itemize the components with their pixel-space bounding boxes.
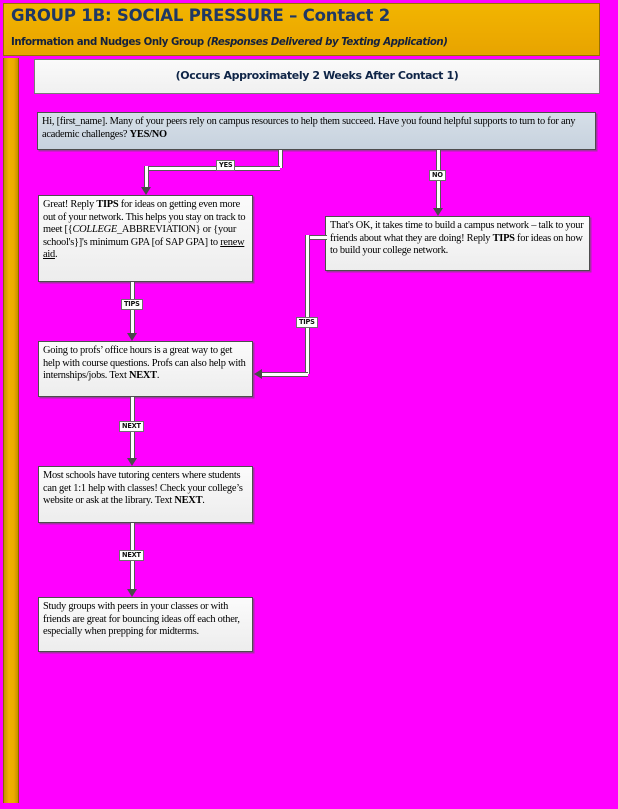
timing-note-text: (Occurs Approximately 2 Weeks After Cont…	[175, 69, 459, 82]
connector-intro-yes-stub	[278, 150, 283, 168]
edge-label-yes: YES	[216, 160, 236, 171]
edge-label-tips-left: TIPS	[121, 299, 143, 310]
connector-no-tips-vertical	[305, 235, 310, 374]
message-box-no-branch[interactable]: That's OK, it takes time to build a camp…	[325, 216, 590, 271]
message-box-study-groups[interactable]: Study groups with peers in your classes …	[38, 597, 253, 652]
arrowhead-intro-yes	[141, 187, 151, 195]
message-box-tutoring[interactable]: Most schools have tutoring centers where…	[38, 466, 253, 523]
connector-intro-yes-horizontal	[144, 166, 280, 171]
arrowhead-prof-tutor	[127, 458, 137, 466]
connector-intro-yes-drop	[144, 166, 149, 188]
edge-label-next-1: NEXT	[119, 421, 144, 432]
message-text-yes: Great! Reply TIPS for ideas on getting e…	[43, 199, 246, 261]
page-subtitle-italic: (Responses Delivered by Texting Applicat…	[206, 37, 448, 48]
edge-label-tips-right: TIPS	[296, 317, 318, 328]
timing-note-strip: (Occurs Approximately 2 Weeks After Cont…	[34, 59, 600, 94]
left-accent-rail	[3, 58, 19, 803]
connector-no-tips-horizontal-top	[305, 235, 327, 240]
page-title: GROUP 1B: SOCIAL PRESSURE – Contact 2	[11, 6, 391, 25]
message-text-intro-b: YES/NO	[129, 128, 167, 140]
message-text-office-hours: Going to profs’ office hours is a great …	[43, 345, 246, 382]
arrowhead-intro-no	[433, 208, 443, 216]
message-text-study-groups: Study groups with peers in your classes …	[43, 601, 240, 638]
message-text-tutoring: Most schools have tutoring centers where…	[43, 470, 243, 507]
edge-label-no: NO	[429, 170, 446, 181]
arrowhead-tutor-study	[127, 589, 137, 597]
message-box-intro[interactable]: Hi, [first_name]. Many of your peers rel…	[37, 112, 596, 150]
arrowhead-yes-tips	[127, 333, 137, 341]
connector-no-tips-horizontal-bottom	[262, 372, 308, 377]
edge-label-next-2: NEXT	[119, 550, 144, 561]
page-subtitle: Information and Nudges Only Group (Respo…	[11, 37, 448, 48]
message-text-intro-a: Hi, [first_name]. Many of your peers rel…	[42, 116, 576, 140]
message-box-office-hours[interactable]: Going to profs’ office hours is a great …	[38, 341, 253, 397]
arrowhead-no-tips	[254, 369, 262, 379]
message-text-no: That's OK, it takes time to build a camp…	[330, 220, 584, 257]
page-subtitle-plain: Information and Nudges Only Group	[11, 37, 207, 48]
message-box-yes-branch[interactable]: Great! Reply TIPS for ideas on getting e…	[38, 195, 253, 282]
header-band: GROUP 1B: SOCIAL PRESSURE – Contact 2 In…	[3, 3, 600, 56]
flowchart-canvas: Hi, [first_name]. Many of your peers rel…	[20, 95, 615, 804]
